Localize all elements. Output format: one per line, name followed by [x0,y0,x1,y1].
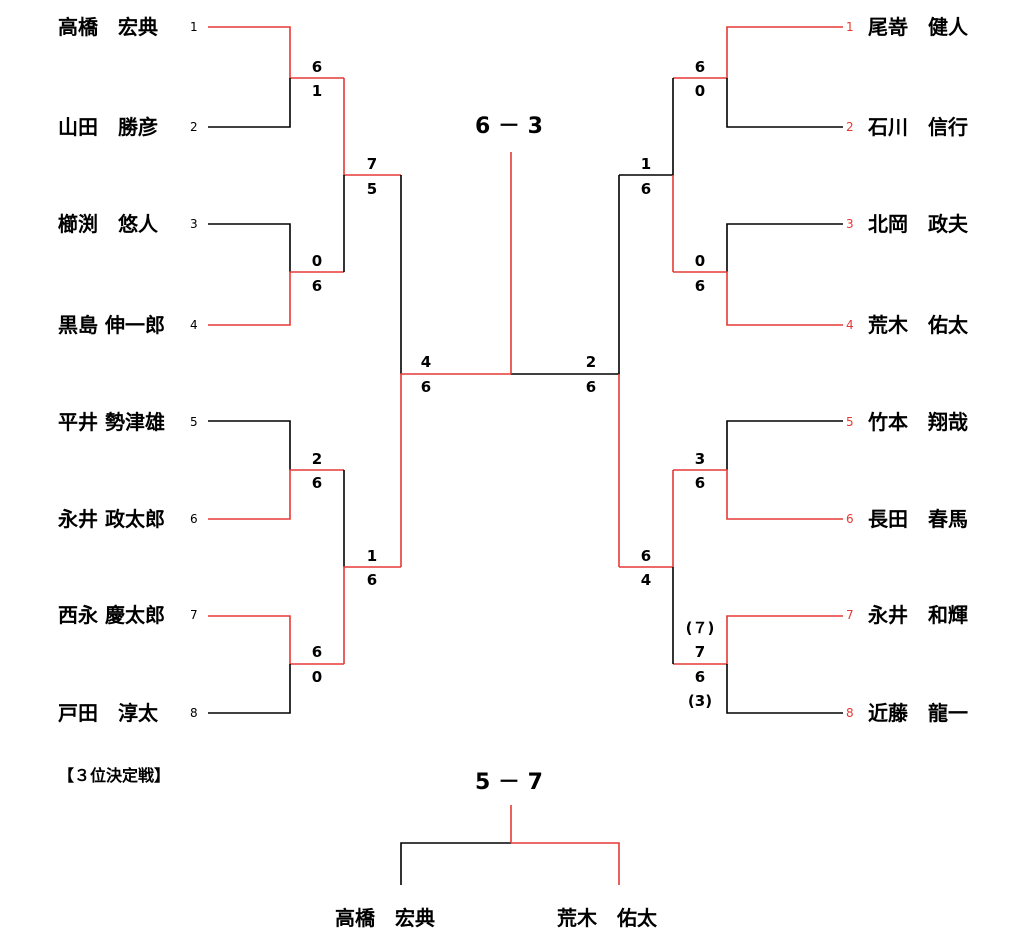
left-player-5: 平井 勢津雄 [58,410,165,434]
score-r-r1-m4-top: 7 [694,643,706,661]
final-score: 6 － 3 [475,114,543,139]
score-l-r1-m1-bottom: 1 [311,82,323,100]
score-r-r2-m1-top: 1 [640,155,652,173]
score-l-r1-m4-bottom: 0 [311,668,323,686]
right-player-8: 近藤 龍一 [868,701,968,725]
left-seed-3: 3 [190,217,198,231]
bracket-line-r3 [726,223,843,272]
left-player-3: 櫛渕 悠人 [58,212,158,236]
left-player-1: 高橋 宏典 [58,15,158,39]
third-place-right-player: 荒木 佑太 [557,906,657,930]
score-r-r1-m1-bottom: 0 [694,82,706,100]
bracket-line-r6 [673,469,843,520]
right-player-2: 石川 信行 [868,115,968,139]
right-seed-4: 4 [846,318,854,332]
bracket-line-r5 [726,420,843,470]
score-r-r1-m4-tiebreak-bottom: (3) [687,692,713,710]
right-seed-2: 2 [846,120,854,134]
left-player-8: 戸田 淳太 [58,701,158,725]
score-l-r2-m2-bottom: 6 [366,571,378,589]
bracket-line-l3 [208,223,291,272]
bracket-line-r8 [726,664,843,714]
score-l-r1-m4-top: 6 [311,643,323,661]
score-r-sf-bottom: 6 [585,378,597,396]
bracket-line-r1 [673,26,843,79]
bracket-line-r7 [673,615,843,665]
bracket-line-l1 [208,26,344,79]
right-seed-8: 8 [846,706,854,720]
right-seed-3: 3 [846,217,854,231]
left-player-2: 山田 勝彦 [58,115,158,139]
third-place-score: 5 － 7 [475,770,543,795]
score-r-r2-m2-bottom: 4 [640,571,652,589]
score-l-sf-bottom: 6 [420,378,432,396]
score-r-r1-m4-bottom: 6 [694,668,706,686]
bracket-line-l-sf-bottom [400,373,511,567]
bracket-line-r-sf-top [511,175,620,375]
right-player-7: 永井 和輝 [868,603,968,627]
score-l-r1-m2-bottom: 6 [311,277,323,295]
left-seed-2: 2 [190,120,198,134]
score-l-r1-m1-top: 6 [311,58,323,76]
score-l-r2-m1-top: 7 [366,155,378,173]
score-r-r2-m2-top: 6 [640,547,652,565]
right-player-3: 北岡 政夫 [868,212,968,236]
right-player-4: 荒木 佑太 [868,313,968,337]
left-seed-8: 8 [190,706,198,720]
score-r-r1-m4-tiebreak-top: (７) [685,619,715,637]
left-seed-6: 6 [190,512,198,526]
left-seed-1: 1 [190,20,198,34]
right-player-5: 竹本 翔哉 [868,410,968,434]
left-player-4: 黒島 伸一郎 [58,313,165,337]
score-r-r1-m3-bottom: 6 [694,474,706,492]
left-player-6: 永井 政太郎 [58,507,165,531]
score-r-r1-m1-top: 6 [694,58,706,76]
left-player-7: 西永 慶太郎 [58,603,165,627]
bracket-line-3rd-left [400,842,511,885]
bracket-line-l2 [208,78,291,128]
score-r-r1-m2-bottom: 6 [694,277,706,295]
bracket-line-l4 [208,271,344,326]
bracket-line-r2 [726,78,843,128]
score-r-r1-m2-top: 0 [694,252,706,270]
left-seed-4: 4 [190,318,198,332]
bracket-line-l5 [208,420,291,470]
right-seed-7: 7 [846,608,854,622]
score-r-r1-m3-top: 3 [694,450,706,468]
right-seed-1: 1 [846,20,854,34]
third-place-left-player: 高橋 宏典 [335,906,435,930]
score-l-r2-m1-bottom: 5 [366,180,378,198]
score-l-sf-top: 4 [420,353,432,371]
bracket-line-l8 [208,664,291,714]
bracket-line-3rd-right [511,842,620,885]
score-l-r2-m2-top: 1 [366,547,378,565]
left-seed-5: 5 [190,415,198,429]
right-seed-5: 5 [846,415,854,429]
left-seed-7: 7 [190,608,198,622]
right-player-1: 尾嵜 健人 [868,15,968,39]
bracket-line-l-r2d [343,566,401,664]
score-l-r1-m3-top: 2 [311,450,323,468]
bracket-line-l6 [208,469,344,520]
bracket-line-l7 [208,615,344,665]
score-r-r2-m1-bottom: 6 [640,180,652,198]
right-seed-6: 6 [846,512,854,526]
bracket-line-r4 [673,271,843,326]
score-r-sf-top: 2 [585,353,597,371]
score-l-r1-m3-bottom: 6 [311,474,323,492]
third-place-heading: 【３位決定戦】 [58,766,171,785]
right-player-6: 長田 春馬 [868,507,968,531]
score-l-r1-m2-top: 0 [311,252,323,270]
